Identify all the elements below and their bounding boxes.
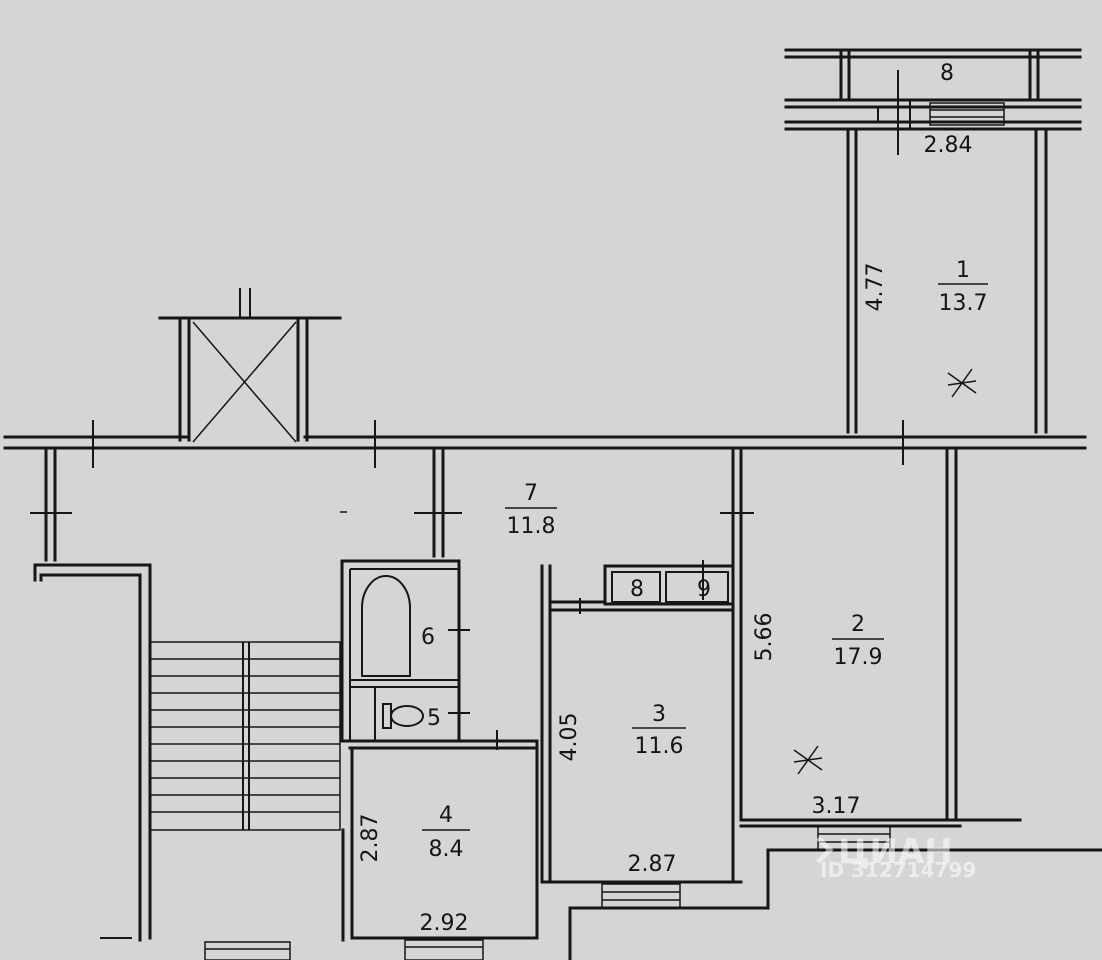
room-4-number: 4 [439, 803, 453, 828]
room-7-area: 11.8 [507, 514, 556, 539]
elevator-shaft [158, 288, 342, 443]
room-4-area: 8.4 [429, 837, 464, 862]
dim-room-2-length: 5.66 [752, 613, 777, 662]
room-1-area: 13.7 [939, 291, 988, 316]
stairwell-walls [30, 446, 345, 942]
ceiling-light-icon [947, 368, 977, 398]
room-2-number: 2 [851, 612, 865, 637]
cian-logo-text: ЦИАН [838, 832, 953, 872]
dim-room-1-width: 2.84 [924, 133, 973, 158]
closet-8-number: 8 [630, 577, 644, 602]
balcony-door [929, 102, 1005, 126]
room-1-number: 1 [956, 258, 970, 283]
room-4-window [404, 939, 484, 960]
room-3-window [601, 883, 681, 909]
listing-id: ID 312714799 [820, 858, 976, 882]
stairwell-window [204, 941, 291, 960]
room-2-area: 17.9 [834, 645, 883, 670]
dim-room-2-width: 3.17 [812, 794, 861, 819]
dim-room-4-width: 2.92 [420, 911, 469, 936]
cian-logo: ЦИАН [816, 832, 953, 872]
room-3-walls [540, 564, 743, 884]
dim-room-3-length: 4.05 [557, 713, 582, 762]
closets-8-9 [603, 560, 735, 606]
room-7-number: 7 [524, 481, 538, 506]
dim-room-3-width: 2.87 [628, 852, 677, 877]
balcony-walls [784, 48, 1082, 155]
staircase [149, 641, 341, 831]
room-7-walls [340, 446, 754, 822]
main-wall [3, 420, 1087, 468]
room-6-number: 6 [421, 625, 435, 650]
closet-9-number: 9 [697, 577, 711, 602]
toilet-icon [382, 703, 424, 729]
room-5-number: 5 [427, 706, 441, 731]
dim-room-1-length: 4.77 [863, 263, 888, 312]
bathroom-walls [340, 559, 539, 750]
room-3-area: 11.6 [635, 734, 684, 759]
dim-room-4-length: 2.87 [358, 814, 383, 863]
room-3-number: 3 [652, 702, 666, 727]
room-8-balcony-number: 8 [940, 61, 954, 86]
ceiling-light-icon [793, 745, 823, 775]
room-1-walls [846, 127, 1048, 434]
room-4-walls [350, 739, 539, 940]
bathtub-icon [361, 575, 411, 677]
